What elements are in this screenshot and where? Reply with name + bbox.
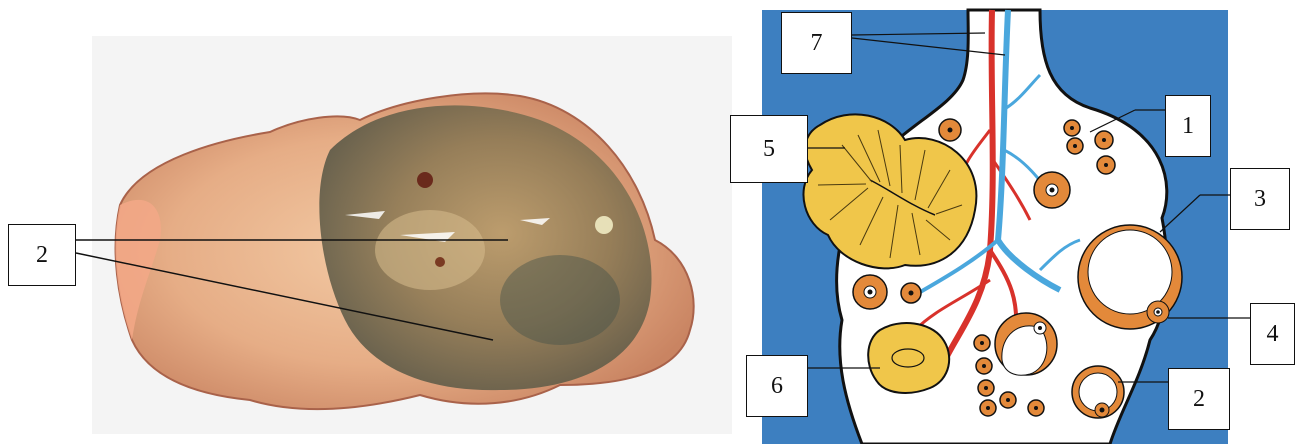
light-spot <box>595 216 613 234</box>
specimen-photo <box>76 36 732 434</box>
cyst-shadow <box>500 255 620 345</box>
diagram-label-7: 7 <box>781 12 852 74</box>
diagram-label-3: 3 <box>1230 168 1290 230</box>
graafian-follicle <box>1078 225 1182 329</box>
follicle-ring-small <box>1072 366 1124 418</box>
dark-spot <box>417 172 433 188</box>
diagram-label-4: 4 <box>1250 303 1295 365</box>
tertiary-follicle <box>995 313 1057 375</box>
diagram-label-1: 1 <box>1165 95 1211 157</box>
photo-label-2: 2 <box>8 224 76 286</box>
cyst-highlight <box>375 210 485 290</box>
dark-spot <box>435 257 445 267</box>
corpus-albicans <box>868 323 949 393</box>
secondary-follicle <box>1034 172 1070 208</box>
diagram-label-6: 6 <box>746 355 808 417</box>
secondary-follicle <box>853 275 887 309</box>
diagram-label-2: 2 <box>1168 368 1230 430</box>
diagram-label-5: 5 <box>730 115 808 183</box>
